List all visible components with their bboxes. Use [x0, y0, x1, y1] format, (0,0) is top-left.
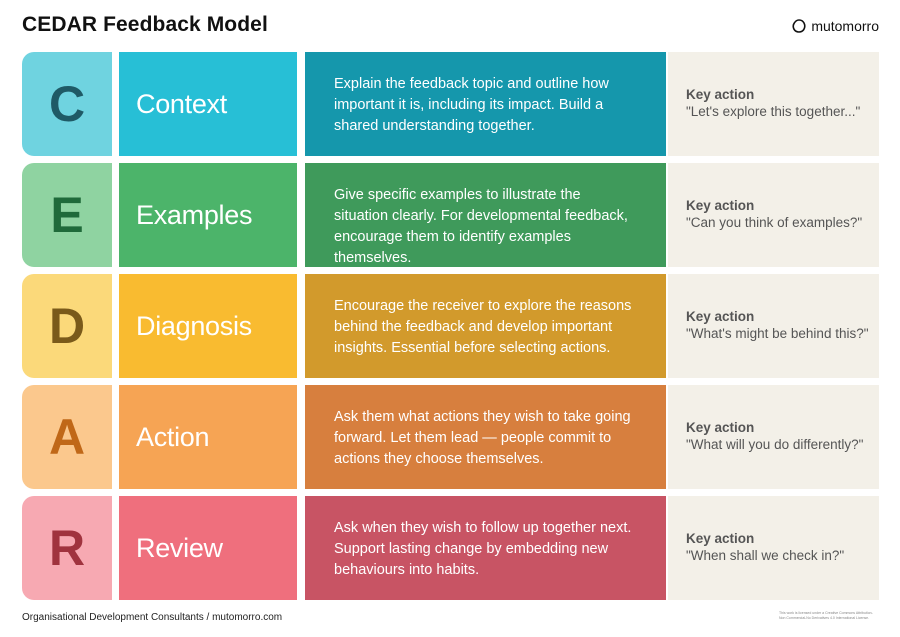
description-cell: Encourage the receiver to explore the re…	[305, 274, 666, 378]
key-action-quote: "Let's explore this together..."	[686, 104, 861, 119]
page-title: CEDAR Feedback Model	[22, 13, 268, 36]
letter-tile: R	[22, 496, 112, 600]
license-note: This work is licensed under a Creative C…	[779, 611, 873, 620]
stage-name: Review	[136, 532, 223, 563]
key-action-label: Key action	[686, 198, 755, 213]
stage-name: Context	[136, 88, 227, 119]
row-examples: E Examples Give specific examples to ill…	[22, 163, 879, 267]
row-review: R Review Ask when they wish to follow up…	[22, 496, 879, 600]
stage-description: Encourage the receiver to explore the re…	[334, 298, 632, 356]
row-letter: C	[48, 76, 86, 132]
row-diagnosis: D Diagnosis Encourage the receiver to ex…	[22, 274, 879, 378]
key-action-quote: "What will you do differently?"	[686, 437, 864, 452]
brand-logo[interactable]: mutomorro	[792, 18, 879, 34]
key-action-cell: Key action "What's might be behind this?…	[668, 274, 879, 378]
stage-name: Examples	[136, 199, 253, 230]
key-action-cell: Key action "What will you do differently…	[668, 385, 879, 489]
key-action-cell: Key action "Can you think of examples?"	[668, 163, 879, 267]
stage-description: Explain the feedback topic and outline h…	[334, 76, 609, 134]
key-action-label: Key action	[686, 309, 755, 324]
key-action-label: Key action	[686, 531, 755, 546]
letter-tile: E	[22, 163, 112, 267]
key-action-quote: "What's might be behind this?"	[686, 326, 869, 341]
description-cell: Ask them what actions they wish to take …	[305, 385, 666, 489]
key-action-cell: Key action "When shall we check in?"	[668, 496, 879, 600]
stage-description: Ask when they wish to follow up together…	[334, 520, 632, 578]
key-action-label: Key action	[686, 87, 755, 102]
mutomorro-logo-icon	[792, 19, 806, 33]
row-context: C Context Explain the feedback topic and…	[22, 52, 879, 156]
row-letter: E	[50, 187, 84, 243]
stage-name-cell: Context	[119, 52, 297, 156]
stage-name-cell: Review	[119, 496, 297, 600]
row-letter: D	[48, 298, 86, 354]
key-action-cell: Key action "Let's explore this together.…	[668, 52, 879, 156]
description-cell: Explain the feedback topic and outline h…	[305, 52, 666, 156]
row-action: A Action Ask them what actions they wish…	[22, 385, 879, 489]
stage-description: Ask them what actions they wish to take …	[334, 409, 631, 467]
footer-credit: Organisational Development Consultants /…	[22, 612, 283, 623]
letter-tile: A	[22, 385, 112, 489]
brand-name: mutomorro	[811, 18, 879, 34]
key-action-quote: "Can you think of examples?"	[686, 215, 863, 230]
row-letter: R	[48, 520, 86, 576]
description-cell: Ask when they wish to follow up together…	[305, 496, 666, 600]
description-cell: Give specific examples to illustrate the…	[305, 163, 666, 267]
letter-tile: D	[22, 274, 112, 378]
letter-tile: C	[22, 52, 112, 156]
stage-description: Give specific examples to illustrate the…	[334, 187, 628, 266]
stage-name: Action	[136, 421, 210, 452]
stage-name-cell: Diagnosis	[119, 274, 297, 378]
stage-name-cell: Examples	[119, 163, 297, 267]
stage-name: Diagnosis	[136, 310, 252, 341]
row-letter: A	[48, 409, 86, 465]
key-action-quote: "When shall we check in?"	[686, 548, 845, 563]
stage-name-cell: Action	[119, 385, 297, 489]
key-action-label: Key action	[686, 420, 755, 435]
